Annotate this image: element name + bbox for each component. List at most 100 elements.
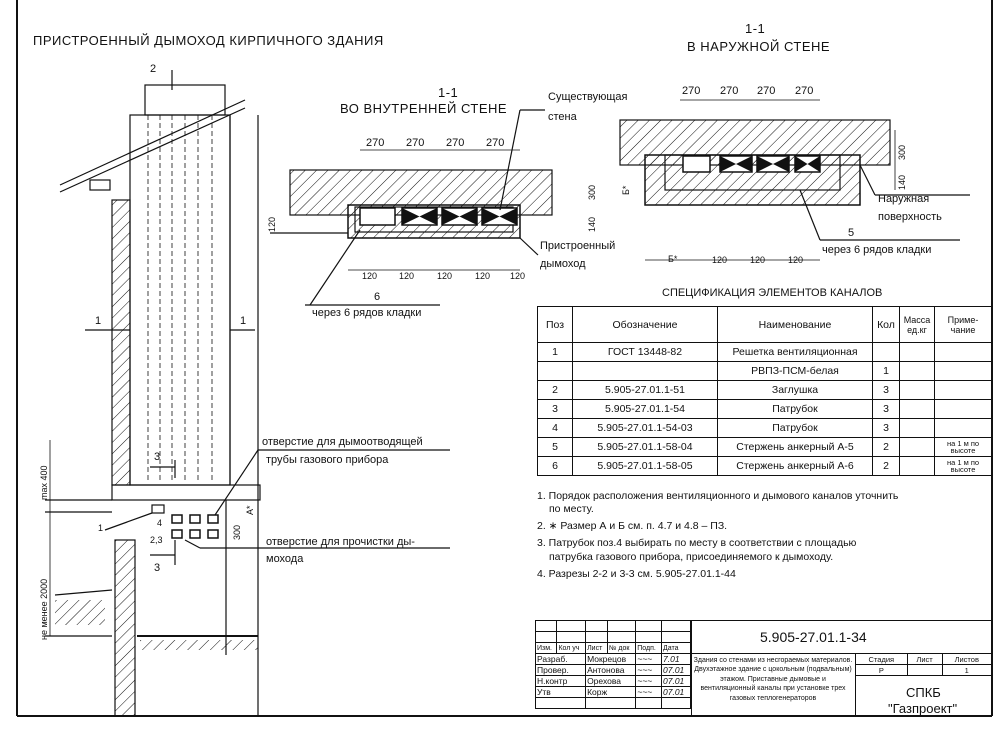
label-chimney: Пристроенный — [540, 240, 616, 252]
position-label: 2,3 — [150, 535, 163, 545]
position-label: 5 — [848, 227, 855, 239]
label-surface: Наружная — [878, 193, 930, 205]
dim-label: 270 — [682, 85, 701, 97]
header-designation: Обозначение — [572, 306, 718, 343]
callout-cleanout: отверстие для прочистки ды- — [266, 536, 415, 548]
label-chimney: дымоход — [540, 258, 586, 270]
table-cell — [934, 342, 992, 362]
dim-label: 270 — [366, 137, 385, 149]
date: 07.01 — [661, 664, 691, 676]
header-pos: Поз — [537, 306, 573, 343]
table-cell: 3 — [872, 380, 900, 400]
table-cell — [899, 380, 935, 400]
dim-label: 270 — [757, 85, 776, 97]
table-cell: 5 — [537, 437, 573, 457]
stage-header: Стадия — [855, 653, 908, 665]
table-cell — [537, 361, 573, 381]
dim-label: не менее 2000 — [39, 578, 49, 640]
header-name: Наименование — [717, 306, 873, 343]
person-name: Орехова — [585, 675, 637, 687]
table-cell — [899, 342, 935, 362]
signature-row: Утв Корж ~~~ 07.01 — [534, 686, 691, 698]
section-mark: 1 — [95, 315, 102, 327]
table-cell: на 1 м по высоте — [934, 456, 992, 476]
dim-label: 120 — [510, 271, 526, 281]
dim-label: 300 — [232, 524, 242, 540]
person-name: Антонова — [585, 664, 637, 676]
dim-label: 300 — [897, 144, 907, 160]
table-cell — [899, 418, 935, 438]
divider — [691, 653, 992, 654]
section-outer-title: В НАРУЖНОЙ СТЕНЕ — [687, 39, 831, 54]
role: Провер. — [534, 664, 587, 676]
table-cell: 5.905-27.01.1-58-05 — [572, 456, 718, 476]
label-surface: поверхность — [878, 211, 942, 223]
signature: ~~~ — [635, 664, 662, 676]
dim-label: 270 — [446, 137, 465, 149]
sheets-value: 1 — [941, 664, 993, 676]
table-cell: 1 — [872, 361, 900, 381]
revision-block: Изм. Кол уч Лист № док Подп. Дата Разраб… — [534, 620, 691, 709]
table-cell: 3 — [872, 399, 900, 419]
dim-label: 120 — [267, 216, 277, 232]
section-outer-number: 1-1 — [745, 21, 766, 36]
document-code: 5.905-27.01.1-34 — [760, 629, 867, 645]
date: 7.01 — [661, 653, 691, 665]
drawing-title: ПРИСТРОЕННЫЙ ДЫМОХОД КИРПИЧНОГО ЗДАНИЯ — [33, 33, 384, 48]
table-cell: 1 — [537, 342, 573, 362]
note-line: 2. ∗ Размер А и Б см. п. 4.7 и 4.8 – ПЗ. — [537, 520, 728, 533]
section-mark: 2 — [150, 63, 157, 75]
table-cell: Патрубок — [717, 418, 873, 438]
table-cell — [899, 456, 935, 476]
signature: ~~~ — [635, 675, 662, 687]
dim-label: max 400 — [39, 465, 49, 500]
table-cell: РВПЗ-ПСМ-белая — [717, 361, 873, 381]
rows-label: через 6 рядов кладки — [822, 244, 932, 256]
header-mass: Масса ед.кг — [899, 306, 935, 343]
title-frame — [691, 620, 993, 717]
header-cell: Лист — [585, 642, 608, 654]
note-line: по месту. — [549, 503, 594, 516]
dim-label: 120 — [750, 255, 766, 265]
header-cell: Подп. — [635, 642, 662, 654]
section-inner-title: ВО ВНУТРЕННЕЙ СТЕНЕ — [340, 101, 508, 116]
signature-row: Н.контр Орехова ~~~ 07.01 — [534, 675, 691, 687]
position-label: 6 — [374, 291, 381, 303]
signature: ~~~ — [635, 653, 662, 665]
note-line: 1. Порядок расположения вентиляционного … — [537, 490, 899, 502]
rows-label: через 6 рядов кладки — [312, 307, 422, 319]
org-name: СПКБ — [906, 685, 941, 700]
note-line: патрубка газового прибора, присоединяемо… — [549, 550, 834, 563]
callout-flue-hole: отверстие для дымоотводящей — [262, 436, 423, 448]
callout-flue-hole: трубы газового прибора — [266, 454, 389, 466]
table-cell: на 1 м по высоте — [934, 437, 992, 457]
table-cell: ГОСТ 13448-82 — [572, 342, 718, 362]
header-note: Приме- чание — [934, 306, 992, 343]
date: 07.01 — [661, 686, 691, 698]
dim-label: 140 — [587, 216, 597, 232]
date: 07.01 — [661, 675, 691, 687]
section-inner-number: 1-1 — [438, 85, 459, 100]
divider — [855, 676, 856, 716]
position-label: 4 — [157, 518, 163, 528]
table-cell — [934, 361, 992, 381]
dim-label: Б* — [668, 254, 678, 264]
spec-table: Поз Обозначение Наименование Кол Масса е… — [537, 306, 992, 476]
note-line: 3. Патрубок поз.4 выбирать по месту в со… — [537, 537, 857, 550]
section-mark: 3 — [154, 562, 161, 574]
table-cell: Заглушка — [717, 380, 873, 400]
sheet-header: Лист — [906, 653, 943, 665]
dim-label: 270 — [795, 85, 814, 97]
table-cell: 3 — [537, 399, 573, 419]
header-cell: Дата — [661, 642, 691, 654]
table-cell: 5.905-27.01.1-54-03 — [572, 418, 718, 438]
header-cell: Изм. — [534, 642, 558, 654]
header-cell: Кол уч — [556, 642, 587, 654]
